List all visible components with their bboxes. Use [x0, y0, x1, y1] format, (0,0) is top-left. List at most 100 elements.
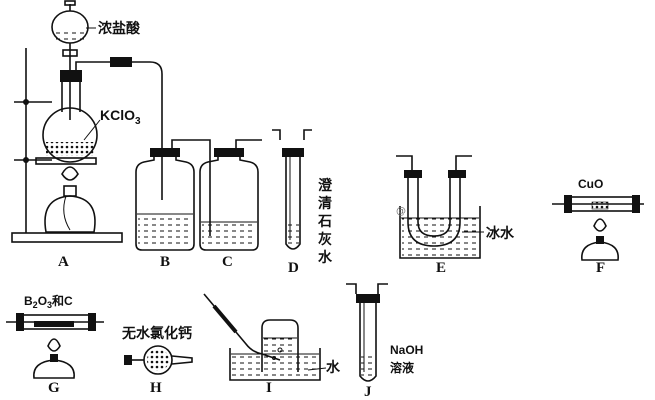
label-limewater-5: 水 [318, 249, 333, 266]
wick-a [63, 195, 71, 231]
b2o3-b: B [24, 294, 33, 308]
outlet-h [171, 355, 193, 365]
apparatus-letter-d: D [288, 260, 299, 276]
flask-stopper [60, 70, 82, 82]
ice-water-e [402, 218, 478, 256]
label-kclo3: KClO3 [100, 107, 141, 127]
label-water: 水 [326, 359, 341, 376]
apparatus-letter-i: I [266, 380, 272, 396]
label-conc-hcl: 浓盐酸 [98, 20, 141, 37]
kclo3-solid [46, 142, 94, 156]
kclo3-main: KClO [100, 107, 135, 123]
alcohol-lamp-a [44, 195, 96, 233]
apparatus-f: CuO F [552, 177, 644, 276]
label-naoh: NaOH [390, 343, 423, 357]
apparatus-b: B [135, 139, 211, 270]
bottle-c [199, 153, 259, 251]
trough-i [229, 348, 321, 381]
apparatus-letter-b: B [160, 254, 170, 270]
lamp-g [33, 359, 75, 379]
apparatus-letter-e: E [436, 260, 446, 276]
label-limewater-4: 灰 [318, 231, 332, 248]
outlet-tube-c [235, 139, 262, 148]
apparatus-letter-f: F [596, 260, 605, 276]
wick-holder-g [50, 354, 58, 362]
funnel-stopcock [62, 49, 78, 57]
label-b2o3-c: B2O3和C [24, 293, 73, 310]
stopper-g-right [88, 313, 96, 331]
stopper-h [124, 355, 132, 365]
stand-base [11, 232, 123, 243]
outlet-tube-e [455, 155, 472, 172]
funnel-liquid [54, 30, 86, 40]
apparatus-d: 澄 清 石 灰 水 D [272, 129, 333, 276]
tube-a-to-b [110, 57, 163, 200]
long-delivery-tube [112, 61, 163, 200]
kclo3-subscript: 3 [135, 116, 141, 127]
test-tube-j [359, 303, 377, 382]
stopper-j [356, 294, 380, 303]
liquid-c [202, 222, 256, 248]
apparatus-letter-a: A [58, 254, 69, 270]
watermark: @ [396, 206, 406, 217]
apparatus-i: 水 I [203, 293, 341, 396]
inlet-tube-d [272, 129, 281, 140]
rubber-tube-i [212, 304, 238, 334]
b2o3-o: O [38, 294, 47, 308]
apparatus-letter-g: G [48, 380, 60, 396]
liquid-d [287, 222, 299, 244]
cuo-solid [591, 201, 609, 210]
label-limewater-3: 石 [317, 214, 332, 230]
stopper-g-left [16, 313, 24, 331]
rubber-joint [110, 57, 132, 67]
jar-water [264, 338, 296, 370]
lamp-wick-holder-a [63, 185, 77, 197]
label-anhydrous-cacl2: 无水氯化钙 [121, 325, 192, 342]
bubble-1 [277, 347, 283, 353]
stopper-e-left [404, 170, 422, 178]
b2o3-c-solid [34, 321, 74, 327]
cacl2-granules [147, 349, 169, 371]
stopper-c [214, 148, 244, 157]
b2o3-sub2: 3 [47, 300, 52, 310]
bottle-b [135, 153, 195, 251]
apparatus-letter-h: H [150, 380, 162, 396]
leader-kclo3 [83, 119, 101, 141]
clamp-knob-upper [23, 99, 29, 105]
delivery-tube-i [203, 293, 281, 361]
collection-jar [261, 319, 299, 372]
flame-a [61, 166, 79, 181]
label-limewater-2: 清 [318, 195, 332, 212]
label-cuo: CuO [578, 177, 603, 191]
apparatus-c: C [199, 139, 262, 270]
stopper-f-right [632, 195, 640, 213]
round-bottom-flask [42, 107, 98, 163]
naoh-liquid [361, 354, 375, 376]
gauze-ring [35, 157, 97, 165]
outlet-tube-j [377, 283, 388, 294]
apparatus-letter-c: C [222, 254, 233, 270]
label-solution: 溶液 [390, 360, 414, 375]
funnel-stopper-top [64, 0, 76, 6]
wick-holder-f [596, 236, 604, 244]
clamp-knob-lower [23, 157, 29, 163]
delivery-tube-a [75, 61, 112, 70]
stopper-e-right [448, 170, 466, 178]
apparatus-e: @ 冰水 E [396, 155, 515, 276]
u-tube-outer [407, 178, 461, 247]
label-ice-water: 冰水 [486, 225, 515, 242]
apparatus-g: B2O3和C G [6, 293, 104, 396]
u-tube-inner [417, 178, 451, 237]
drying-bulb [143, 345, 173, 375]
stopper-f-left [564, 195, 572, 213]
apparatus-a: 浓盐酸 KClO3 A [11, 0, 141, 270]
apparatus-h: 无水氯化钙 H [121, 325, 193, 396]
tube-b-to-c [171, 139, 211, 148]
liquid-b [138, 214, 192, 248]
label-limewater-1: 澄 [318, 177, 333, 194]
inlet-tube-j [346, 283, 357, 294]
outlet-tube-d [303, 129, 312, 140]
flame-g [47, 338, 61, 352]
